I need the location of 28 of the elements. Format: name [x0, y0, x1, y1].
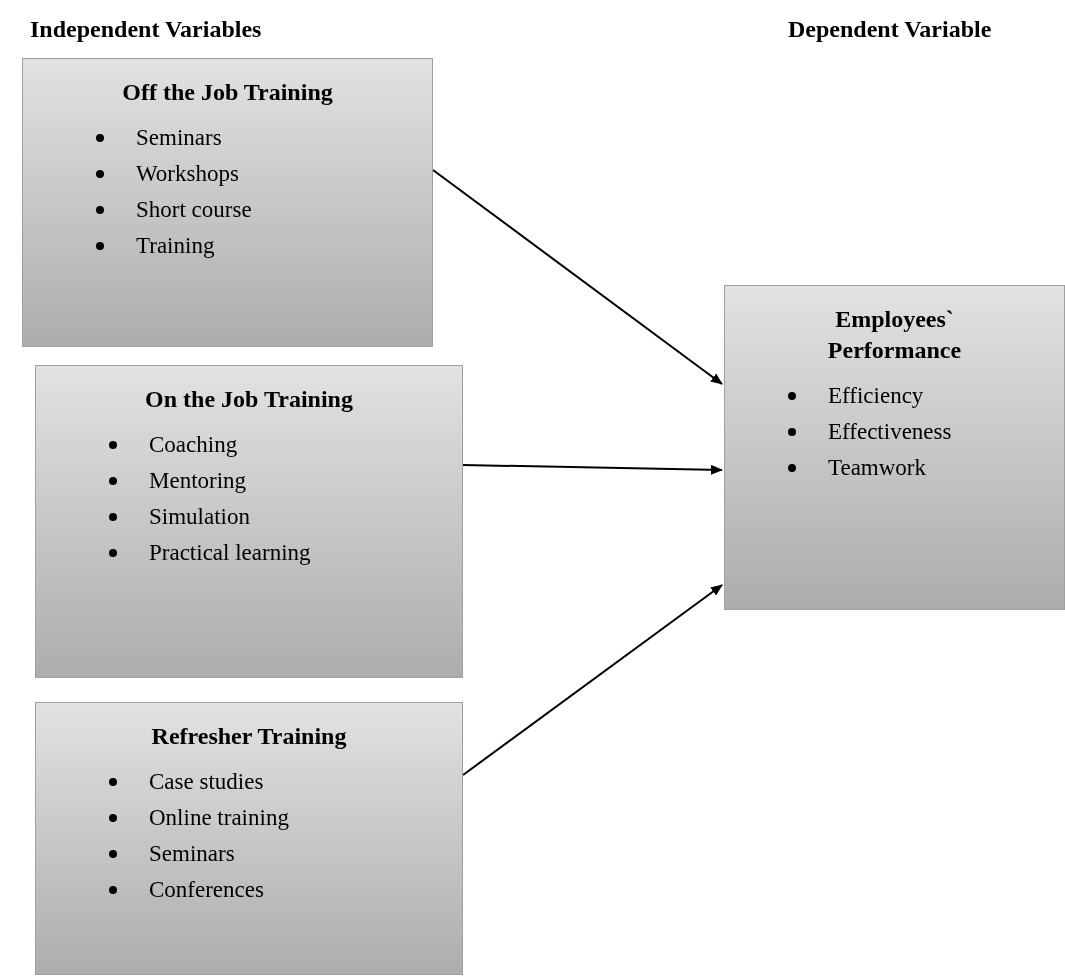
variable-box [35, 702, 463, 975]
bullet-item: Training [136, 232, 215, 261]
arrow [462, 464, 723, 475]
box-heading: On the Job Training [144, 385, 354, 414]
bullet-item: Teamwork [828, 454, 927, 483]
arrow [462, 584, 723, 776]
box-heading: Off the Job Training [121, 78, 334, 107]
bullet-item: Efficiency [828, 382, 924, 411]
box-heading: Refresher Training [150, 722, 348, 751]
bullet-item: Effectiveness [828, 418, 952, 447]
column-heading: Independent Variables [30, 15, 262, 44]
bullet-item: Conferences [149, 876, 264, 905]
column-heading: Dependent Variable [788, 15, 992, 44]
bullet-item: Practical learning [149, 539, 311, 568]
bullet-item: Mentoring [149, 467, 247, 496]
bullet-item: Seminars [149, 840, 235, 869]
box-heading: Employees` Performance [826, 305, 963, 366]
variable-box [724, 285, 1065, 610]
bullet-item: Online training [149, 804, 289, 833]
bullet-item: Seminars [136, 124, 222, 153]
bullet-item: Coaching [149, 431, 238, 460]
bullet-item: Case studies [149, 768, 264, 797]
variable-box [22, 58, 433, 347]
arrow [432, 169, 723, 385]
variable-box [35, 365, 463, 678]
bullet-item: Simulation [149, 503, 250, 532]
bullet-item: Workshops [136, 160, 239, 189]
bullet-item: Short course [136, 196, 252, 225]
